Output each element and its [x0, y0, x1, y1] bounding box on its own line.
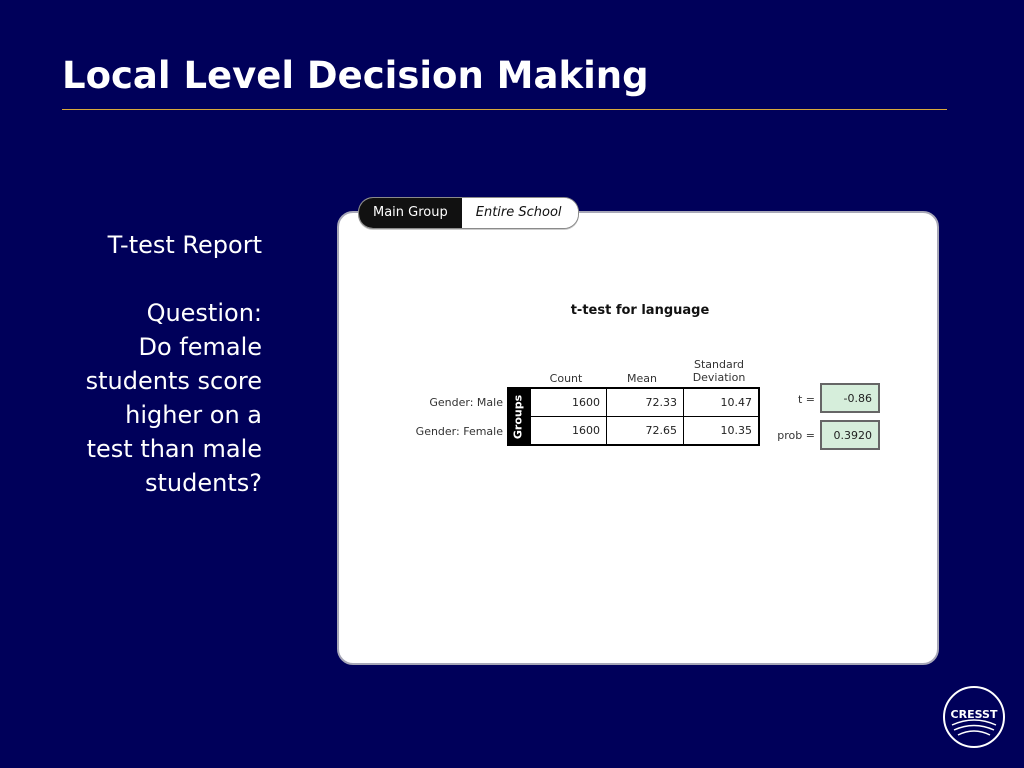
ttest-title: t-test for language: [570, 303, 710, 318]
column-header-sd-line1: Standard: [693, 358, 745, 371]
cell-count-female: 1600: [531, 416, 607, 444]
cell-mean-female: 72.65: [607, 416, 684, 444]
column-header-count: Count: [549, 372, 583, 385]
groups-header: Groups: [507, 387, 529, 446]
t-value-box: -0.86: [820, 383, 880, 413]
side-description: T-test Report Question: Do female studen…: [20, 228, 262, 500]
report-type-label: T-test Report: [107, 231, 262, 259]
stats-table: 1600 72.33 10.47 1600 72.65 10.35: [529, 387, 760, 446]
question-line: higher on a: [125, 401, 262, 429]
group-tabs: Main Group Entire School: [358, 197, 579, 229]
cell-count-male: 1600: [531, 389, 607, 417]
row-label-male: Gender: Male: [429, 396, 503, 409]
prob-label: prob =: [777, 429, 815, 442]
question-label: Question:: [146, 299, 262, 327]
row-label-female: Gender: Female: [415, 425, 503, 438]
column-header-sd: Standard Deviation: [684, 358, 754, 384]
tab-main-group[interactable]: Main Group: [359, 198, 462, 228]
t-label: t =: [797, 393, 815, 406]
title-divider: [62, 109, 947, 110]
groups-label: Groups: [511, 394, 525, 439]
question-line: students?: [145, 469, 262, 497]
question-line: Do female: [138, 333, 262, 361]
question-line: test than male: [86, 435, 262, 463]
question-line: students score: [85, 367, 262, 395]
cell-sd-female: 10.35: [720, 423, 753, 437]
tab-entire-school[interactable]: Entire School: [461, 198, 578, 228]
column-header-mean: Mean: [627, 372, 657, 385]
column-header-sd-line2: Deviation: [692, 371, 746, 384]
cell-sd-male: 10.47: [684, 389, 758, 417]
prob-value-box: 0.3920: [820, 420, 880, 450]
slide-title: Local Level Decision Making: [62, 54, 649, 97]
cresst-logo: CRESST: [943, 686, 1005, 748]
cell-mean-male: 72.33: [607, 389, 684, 417]
logo-text: CRESST: [951, 708, 998, 721]
